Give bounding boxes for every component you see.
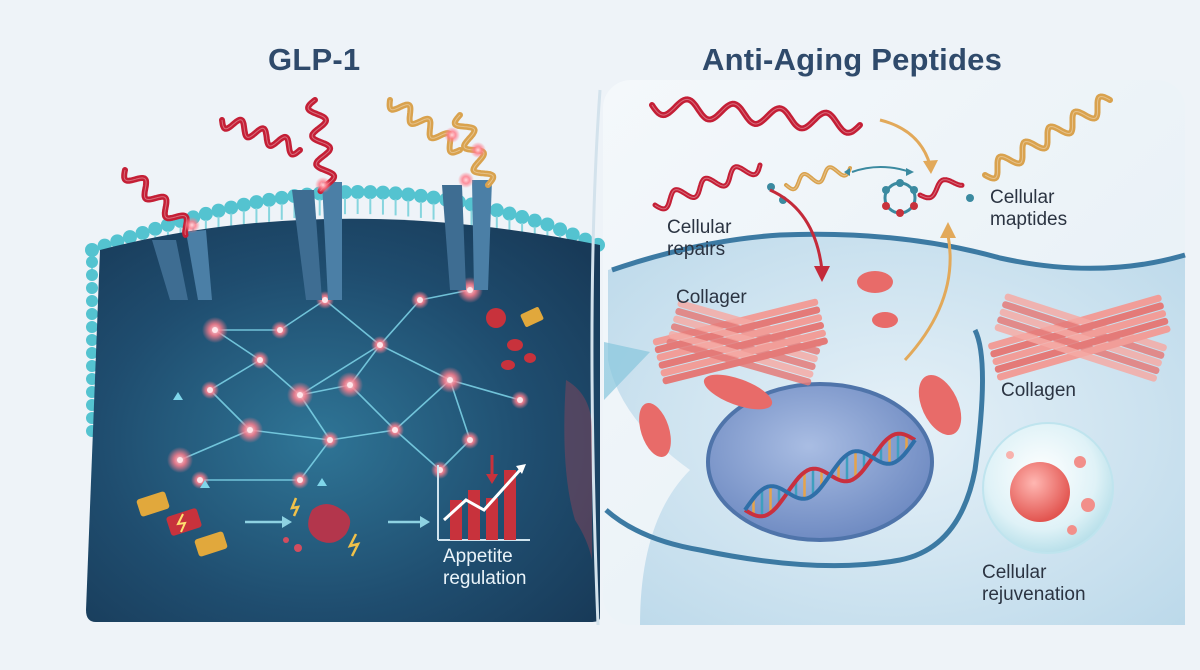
- nucleus: [706, 382, 934, 542]
- collagen-label: Collagen: [1001, 380, 1076, 401]
- energy-batteries-icon: [136, 491, 228, 557]
- red-particles: [486, 307, 544, 370]
- flow-arrows: [769, 118, 956, 362]
- right-panel-title: Anti-Aging Peptides: [702, 42, 1003, 77]
- arrow-to-fat-icon: [245, 516, 292, 528]
- collager-label: Collager: [676, 287, 747, 308]
- glp1-receptor-3: [442, 180, 492, 290]
- arrow-to-chart-icon: [388, 516, 430, 528]
- fat-cell-icon: [283, 497, 361, 557]
- panel-divider: [590, 89, 602, 626]
- dna-helix: [743, 431, 917, 519]
- cellular-maptides-label: Cellular maptides: [990, 187, 1068, 230]
- appetite-regulation-label: Appetite regulation: [443, 546, 527, 589]
- glp1-receptor-1: [152, 230, 212, 300]
- cellular-rejuvenation-label: Cellular rejuvenation: [982, 562, 1086, 605]
- left-panel-title: GLP-1: [268, 42, 361, 77]
- rejuvenation-sphere: [982, 422, 1114, 554]
- peptide-ring-icon: [767, 166, 974, 217]
- appetite-chart-icon: [437, 455, 530, 541]
- glp1-receptor-2: [292, 182, 342, 300]
- mitochondria: [639, 271, 962, 457]
- collagen-fibers-left: [652, 298, 828, 386]
- collagen-fibers-right: [988, 293, 1171, 382]
- cellular-repairs-label: Cellular repairs: [667, 217, 732, 260]
